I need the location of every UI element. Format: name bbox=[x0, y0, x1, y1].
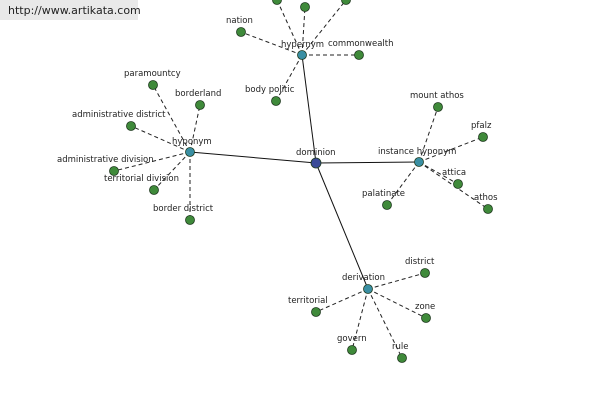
edge-derivation-rule bbox=[367, 288, 403, 359]
hub-label-derivation: derivation bbox=[342, 273, 385, 283]
hub-label-hyponym: hyponym bbox=[172, 137, 212, 147]
leaf-node-territorial-division[interactable] bbox=[149, 185, 159, 195]
leaf-node-zone[interactable] bbox=[421, 313, 431, 323]
edge-instance-hyponym-attica bbox=[418, 161, 459, 185]
leaf-label-territorial: territorial bbox=[288, 296, 328, 306]
edge-derivation-district bbox=[367, 272, 426, 290]
edge-derivation-zone bbox=[367, 288, 427, 319]
leaf-node-nation[interactable] bbox=[236, 27, 246, 37]
edge-hyponym-territorial-division bbox=[153, 151, 191, 191]
leaf-node-hypernym-4[interactable] bbox=[300, 2, 310, 12]
edge-hypernym-leaf-3 bbox=[276, 0, 303, 56]
edge-derivation-territorial bbox=[315, 288, 369, 313]
leaf-node-border-district[interactable] bbox=[185, 215, 195, 225]
edge-instance-hyponym-palatinate bbox=[386, 161, 420, 206]
leaf-label-pfalz: pfalz bbox=[471, 121, 492, 131]
leaf-node-paramountcy[interactable] bbox=[148, 80, 158, 90]
leaf-label-nation: nation bbox=[226, 16, 253, 26]
leaf-label-territorial-division: territorial division bbox=[104, 174, 179, 184]
edge-hypernym-nation bbox=[240, 31, 303, 56]
leaf-node-athos[interactable] bbox=[483, 204, 493, 214]
leaf-label-borderland: borderland bbox=[175, 89, 221, 99]
edge-derivation-govern bbox=[351, 288, 369, 351]
leaf-node-administrative-district[interactable] bbox=[126, 121, 136, 131]
leaf-label-border-district: border district bbox=[153, 204, 214, 214]
leaf-node-commonwealth[interactable] bbox=[354, 50, 364, 60]
leaf-node-district[interactable] bbox=[420, 268, 430, 278]
edge-hypernym-leaf-5 bbox=[301, 0, 347, 56]
leaf-label-administrative-division: administrative division bbox=[57, 155, 154, 165]
edge-instance-hyponym-pfalz bbox=[418, 136, 484, 163]
center-node-dominion[interactable] bbox=[310, 157, 322, 169]
edge-dominion-hypernym bbox=[301, 54, 317, 164]
leaf-label-athos: athos bbox=[474, 193, 498, 203]
leaf-node-pfalz[interactable] bbox=[478, 132, 488, 142]
node-layer bbox=[109, 0, 493, 363]
hub-node-hyponym[interactable] bbox=[185, 147, 195, 157]
leaf-node-attica[interactable] bbox=[453, 179, 463, 189]
edge-hyponym-administrative-division bbox=[113, 151, 191, 172]
edge-dominion-instance-hyponym bbox=[315, 161, 420, 164]
leaf-node-hypernym-3[interactable] bbox=[272, 0, 282, 5]
leaf-label-district: district bbox=[405, 257, 435, 267]
leaf-label-attica: attica bbox=[442, 168, 466, 178]
leaf-label-govern: govern bbox=[337, 334, 367, 344]
leaf-label-mount-athos: mount athos bbox=[410, 91, 464, 101]
watermark-url[interactable]: http://www.artikata.com bbox=[0, 0, 141, 20]
edge-layer bbox=[113, 0, 489, 359]
leaf-node-mount-athos[interactable] bbox=[433, 102, 443, 112]
hub-label-instance-hyponym: instance hyponym bbox=[378, 147, 456, 157]
leaf-label-rule: rule bbox=[392, 342, 408, 352]
edge-hyponym-paramountcy bbox=[152, 84, 191, 153]
leaf-node-body-politic[interactable] bbox=[271, 96, 281, 106]
leaf-node-hypernym-5[interactable] bbox=[341, 0, 351, 5]
edge-hyponym-borderland bbox=[189, 104, 201, 153]
hub-node-hypernym[interactable] bbox=[297, 50, 307, 60]
leaf-node-borderland[interactable] bbox=[195, 100, 205, 110]
edge-hyponym-administrative-district bbox=[130, 125, 191, 153]
leaf-node-palatinate[interactable] bbox=[382, 200, 392, 210]
center-label: dominion bbox=[296, 148, 336, 158]
edge-hypernym-body-politic bbox=[275, 54, 303, 102]
leaf-label-palatinate: palatinate bbox=[362, 189, 405, 199]
hub-label-hypernym: hypernym bbox=[281, 40, 324, 50]
label-layer: nation commonwealth body politic hypernym pa… bbox=[57, 16, 498, 352]
edge-instance-hyponym-mount-athos bbox=[418, 106, 439, 163]
hub-node-instance-hyponym[interactable] bbox=[414, 157, 424, 167]
leaf-label-paramountcy: paramountcy bbox=[124, 69, 181, 79]
hub-node-derivation[interactable] bbox=[363, 284, 373, 294]
edge-dominion-hyponym bbox=[189, 151, 317, 164]
leaf-label-zone: zone bbox=[415, 302, 435, 312]
leaf-node-administrative-division[interactable] bbox=[109, 166, 119, 176]
leaf-label-body-politic: body politic bbox=[245, 85, 295, 95]
leaf-node-territorial[interactable] bbox=[311, 307, 321, 317]
edge-hypernym-leaf-4 bbox=[301, 6, 306, 56]
edge-dominion-derivation bbox=[315, 162, 369, 290]
leaf-node-govern[interactable] bbox=[347, 345, 357, 355]
leaf-label-administrative-district: administrative district bbox=[72, 110, 166, 120]
leaf-label-commonwealth: commonwealth bbox=[328, 39, 394, 49]
leaf-node-rule[interactable] bbox=[397, 353, 407, 363]
